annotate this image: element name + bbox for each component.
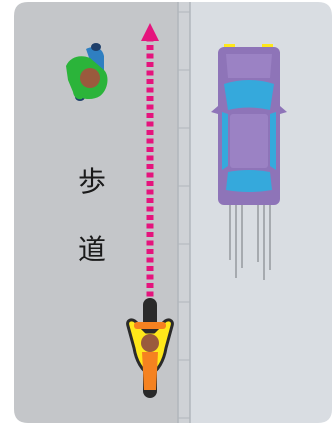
sidewalk-area bbox=[14, 2, 178, 423]
car-topdown-icon bbox=[211, 44, 287, 280]
pedestrian-topdown-icon bbox=[66, 43, 108, 101]
curb bbox=[177, 2, 191, 423]
sidewalk-label-char-2: 道 bbox=[78, 233, 107, 266]
bicycle-rider-topdown-icon bbox=[126, 298, 174, 398]
direction-arrow-up-icon bbox=[141, 23, 159, 322]
sidewalk-label-char-1: 歩 bbox=[78, 165, 107, 198]
